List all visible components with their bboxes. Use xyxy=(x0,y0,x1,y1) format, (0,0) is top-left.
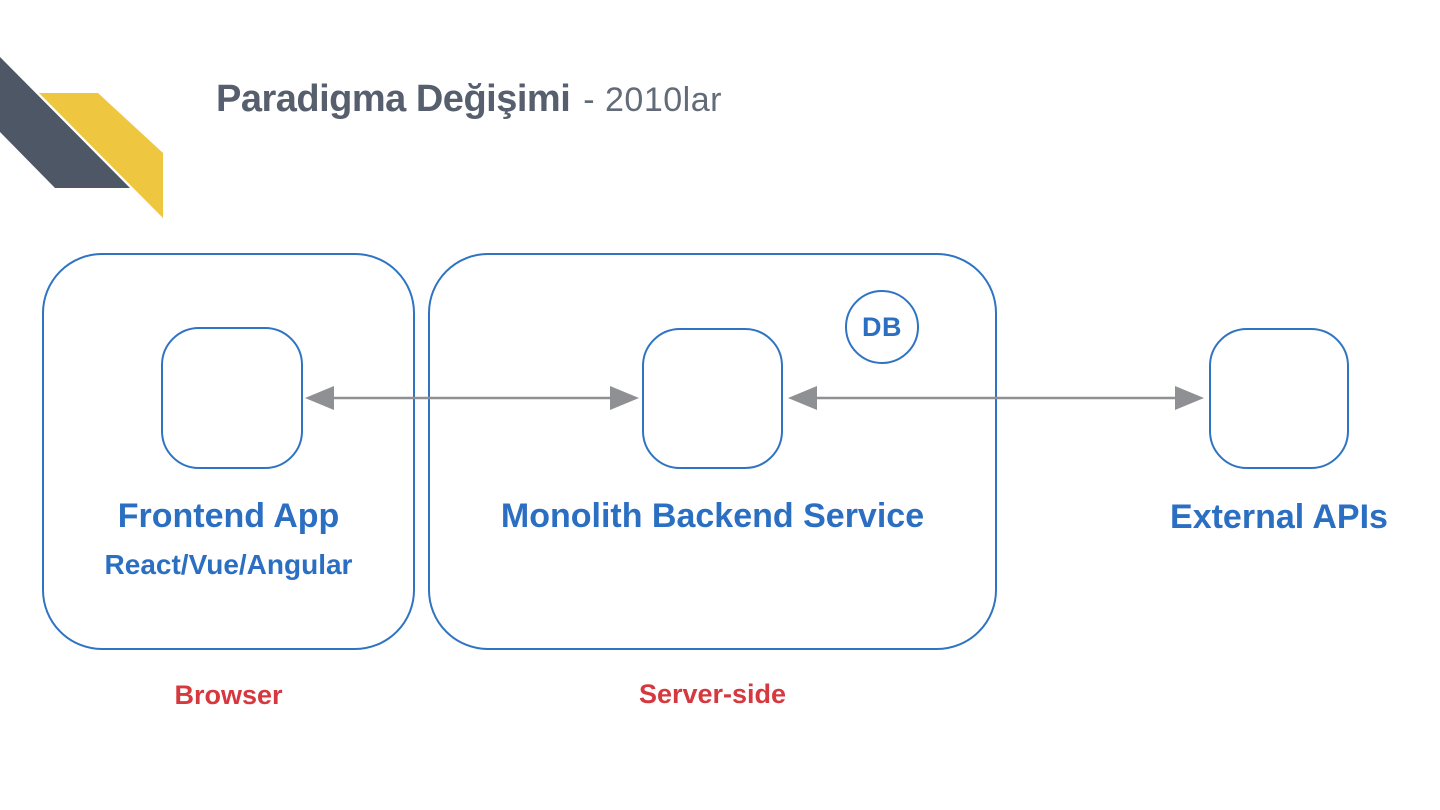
slide-title-row: Paradigma Değişimi - 2010lar xyxy=(216,78,722,121)
db-badge: DB xyxy=(845,290,919,364)
server-zone-label: Server-side xyxy=(638,679,787,709)
arrowhead-left-icon xyxy=(788,386,817,410)
slide-title-era: - 2010lar xyxy=(583,81,722,119)
corner-yellow-ribbon xyxy=(39,93,163,218)
browser-zone-label: Browser xyxy=(174,680,283,710)
monolith-box xyxy=(428,253,997,650)
arrowhead-right-icon xyxy=(1175,386,1204,410)
frontend-app-chip xyxy=(161,327,303,469)
arrowhead-left-icon xyxy=(305,386,334,410)
double-arrow-monolith-external xyxy=(788,386,1204,410)
frontend-app-box xyxy=(42,253,415,650)
monolith-chip xyxy=(642,328,783,469)
frontend-stack-label: React/Vue/Angular xyxy=(104,549,353,580)
monolith-label: Monolith Backend Service xyxy=(500,497,925,535)
corner-dark-ribbon xyxy=(0,57,130,188)
frontend-app-label: Frontend App xyxy=(117,497,340,535)
corner-ribbon-decoration xyxy=(0,57,163,218)
slide-title: Paradigma Değişimi xyxy=(216,78,571,120)
external-apis-label: External APIs xyxy=(1170,498,1388,536)
external-apis-box xyxy=(1209,328,1349,469)
arrowhead-right-icon xyxy=(610,386,639,410)
double-arrow-frontend-monolith xyxy=(305,386,639,410)
db-label: DB xyxy=(862,311,902,342)
